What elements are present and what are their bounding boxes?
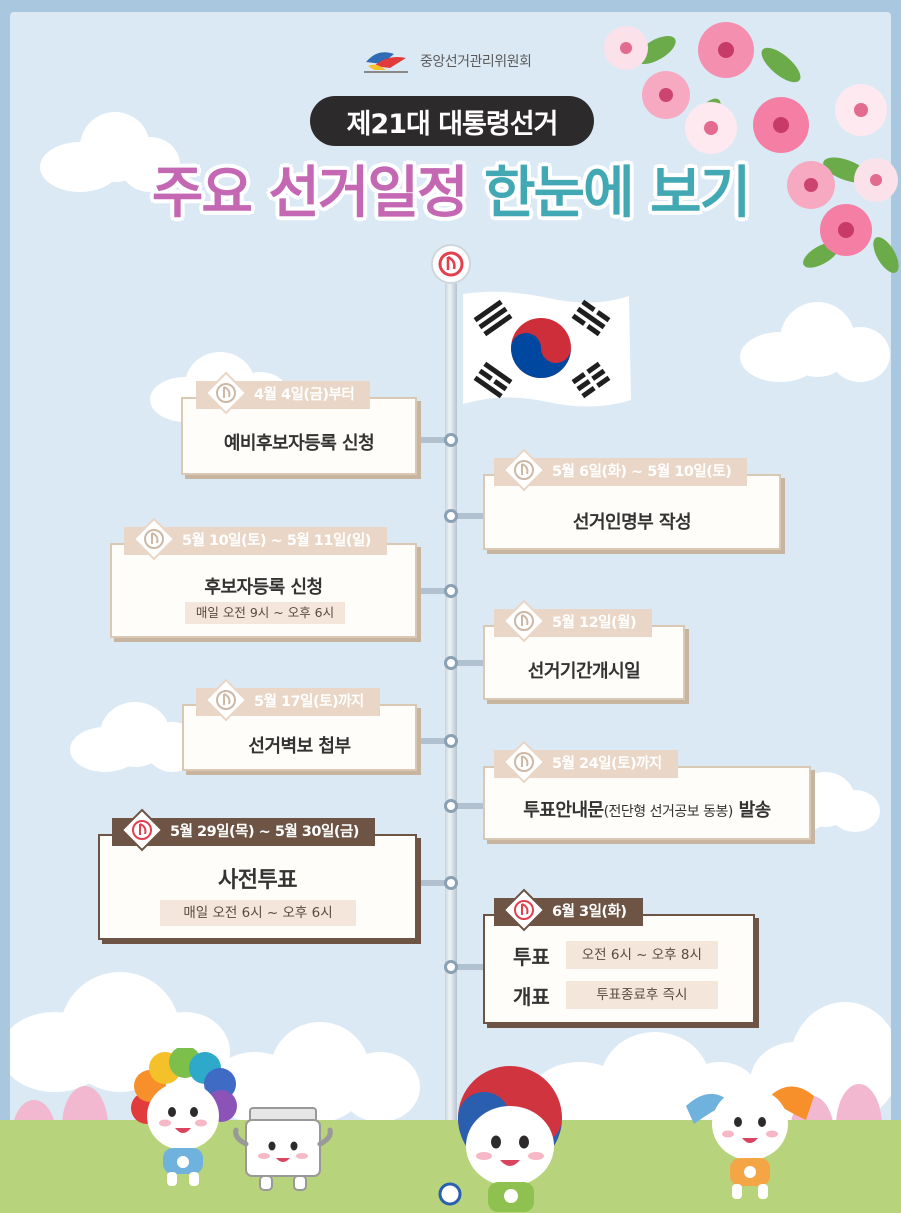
counting-row: 개표 투표종료후 즉시: [513, 980, 743, 1010]
page-headline: 주요 선거일정 한눈에 보기: [0, 158, 901, 230]
mascot-rainbow-character: [131, 1048, 237, 1186]
ballot-stamp-icon: [502, 599, 546, 643]
ballot-stamp-icon: [502, 888, 546, 932]
schedule-date: 5월 12일(월): [552, 615, 637, 631]
ballot-stamp-icon: [132, 517, 176, 561]
schedule-date-tab: 5월 24일(토)까지: [494, 740, 678, 784]
row-value: 투표종료후 즉시: [565, 981, 718, 1009]
timeline-node: [444, 433, 458, 447]
schedule-date-tab: 4월 4일(금)부터: [196, 371, 371, 415]
ballot-stamp-icon: [204, 678, 248, 722]
schedule-card-candidate-registration: 후보자등록 신청 매일 오전 9시 ~ 오후 6시: [110, 543, 417, 638]
schedule-title: 선거기간개시일: [527, 661, 641, 682]
schedule-card-voter-list: 선거인명부 작성: [483, 474, 781, 550]
timeline-node: [444, 734, 458, 748]
schedule-note: 매일 오전 6시 ~ 오후 6시: [160, 900, 356, 926]
timeline-node: [444, 876, 458, 890]
timeline-node: [444, 584, 458, 598]
connector: [451, 803, 485, 809]
connector: [417, 437, 451, 443]
voting-row: 투표 오전 6시 ~ 오후 8시: [513, 940, 743, 970]
schedule-title-tail: 발송: [732, 800, 772, 821]
headline-part1: 주요 선거일정: [151, 161, 469, 226]
schedule-title: 투표안내문(전단형 선거공보 동봉) 발송: [485, 796, 809, 822]
taegukgi-flag: [463, 291, 631, 407]
organization-header: 중앙선거관리위원회: [360, 44, 532, 78]
schedule-date: 5월 6일(화) ~ 5월 10일(토): [552, 464, 732, 480]
ballot-stamp-icon: [502, 448, 546, 492]
schedule-date-tab: 5월 10일(토) ~ 5월 11일(일): [124, 517, 387, 561]
schedule-title-paren: (전단형 선거공보 동봉): [603, 804, 734, 820]
connector: [417, 880, 451, 886]
timeline-node: [444, 960, 458, 974]
schedule-date: 5월 10일(토) ~ 5월 11일(일): [182, 533, 371, 549]
schedule-date: 5월 29일(목) ~ 5월 30일(금): [170, 824, 359, 840]
mascot-winged-character: [686, 1086, 814, 1199]
election-title-badge: 제21대 대통령선거: [310, 96, 594, 146]
schedule-title: 선거인명부 작성: [572, 512, 692, 533]
ballot-stamp-icon: [120, 808, 164, 852]
connector: [417, 588, 451, 594]
schedule-date-tab: 5월 12일(월): [494, 599, 653, 643]
connector: [451, 660, 485, 666]
schedule-date: 5월 17일(토)까지: [254, 694, 364, 710]
schedule-card-voting-guide: 투표안내문(전단형 선거공보 동봉) 발송: [483, 766, 811, 840]
schedule-title-main: 투표안내문: [523, 800, 604, 821]
headline-part2: 한눈에 보기: [484, 161, 751, 226]
schedule-date: 4월 4일(금)부터: [254, 387, 355, 403]
ballot-stamp-icon: [204, 371, 248, 415]
timeline-node: [444, 799, 458, 813]
schedule-title: 사전투표: [218, 868, 297, 893]
schedule-card-campaign-start: 선거기간개시일: [483, 625, 685, 700]
organization-name: 중앙선거관리위원회: [420, 54, 532, 70]
schedule-date-tab: 5월 29일(목) ~ 5월 30일(금): [112, 808, 375, 852]
schedule-date: 6월 3일(화): [552, 904, 627, 920]
schedule-date-tab: 5월 17일(토)까지: [196, 678, 380, 722]
schedule-date-tab: 6월 3일(화): [494, 888, 643, 932]
schedule-date: 5월 24일(토)까지: [552, 756, 662, 772]
connector: [451, 513, 485, 519]
schedule-date-tab: 5월 6일(화) ~ 5월 10일(토): [494, 448, 748, 492]
schedule-title: 선거벽보 첩부: [248, 736, 351, 757]
connector: [451, 964, 485, 970]
row-value: 오전 6시 ~ 오후 8시: [565, 941, 718, 969]
schedule-card-early-voting: 사전투표 매일 오전 6시 ~ 오후 6시: [98, 834, 417, 940]
schedule-note: 매일 오전 9시 ~ 오후 6시: [185, 602, 345, 624]
timeline-node: [444, 509, 458, 523]
row-label: 개표: [513, 984, 550, 1009]
schedule-card-election-day: 투표 오전 6시 ~ 오후 8시 개표 투표종료후 즉시: [483, 914, 755, 1024]
ballot-stamp-icon: [502, 740, 546, 784]
schedule-title: 예비후보자등록 신청: [223, 433, 375, 454]
cloud: [70, 702, 200, 772]
timeline-node: [444, 656, 458, 670]
nec-logo-icon: [364, 52, 408, 73]
cloud: [740, 302, 890, 382]
cloud: [40, 112, 180, 192]
schedule-title: 후보자등록 신청: [204, 577, 323, 598]
mascot-ballot-box-character: [233, 1107, 333, 1191]
hibiscus-flowers-decoration: [604, 22, 899, 273]
mascot-taegeuk-character: [438, 1066, 562, 1212]
flag-pole: [445, 282, 457, 1182]
pole-finial-ballot-icon: [431, 244, 471, 284]
connector: [417, 738, 451, 744]
row-label: 투표: [513, 944, 550, 969]
